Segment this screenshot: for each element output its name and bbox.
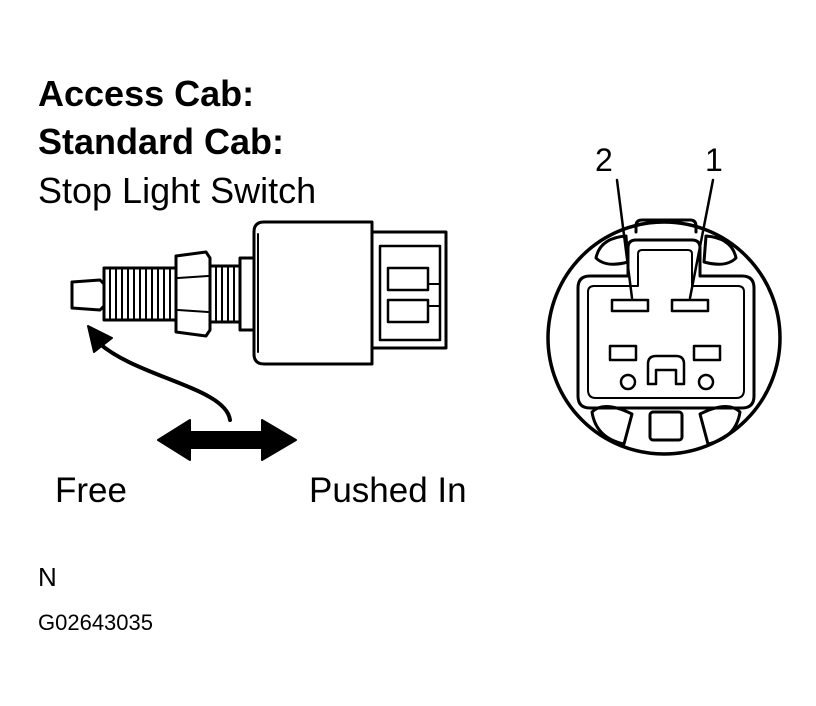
connector-guide-hole-right [697, 373, 715, 391]
connector-tab-bottom-right [698, 405, 742, 446]
connector-face-view [546, 178, 782, 456]
stop-light-switch [70, 220, 448, 366]
footer-mark: N [38, 562, 57, 592]
plunger-pointer-arrow [87, 325, 232, 422]
connector-center-latch [646, 354, 686, 386]
figure-code: G02643035 [38, 610, 153, 635]
connector-tab-bottom-left [590, 405, 634, 446]
pin-number-2: 2 [595, 142, 613, 178]
switch-flange [238, 256, 256, 332]
terminal-1 [670, 298, 710, 313]
terminal-2 [610, 298, 650, 313]
terminal-3 [608, 344, 638, 362]
switch-lock-nut [174, 250, 212, 338]
thread-lines [109, 267, 171, 321]
switch-connector [370, 230, 448, 350]
free-pushed-double-arrow [157, 419, 297, 461]
connector-inner-housing [576, 238, 756, 410]
connector-outer-ring [546, 220, 782, 456]
pin-1-leader [688, 178, 715, 300]
pin-2-leader [615, 178, 634, 300]
connector-bottom-key [648, 410, 684, 442]
title-standard-cab: Standard Cab: [38, 121, 285, 162]
terminal-4 [692, 344, 722, 362]
title-stop-light-switch: Stop Light Switch [38, 170, 317, 211]
switch-thread-rear [208, 264, 242, 324]
pin-number-1: 1 [705, 142, 723, 178]
connector-tab-top-right [702, 234, 738, 266]
switch-plunger [70, 278, 106, 312]
title-access-cab: Access Cab: [38, 73, 255, 114]
switch-housing [252, 220, 374, 366]
label-free: Free [55, 471, 127, 510]
label-pushed-in: Pushed In [309, 471, 467, 510]
connector-guide-hole-left [619, 373, 637, 391]
connector-top-lug [634, 218, 698, 234]
